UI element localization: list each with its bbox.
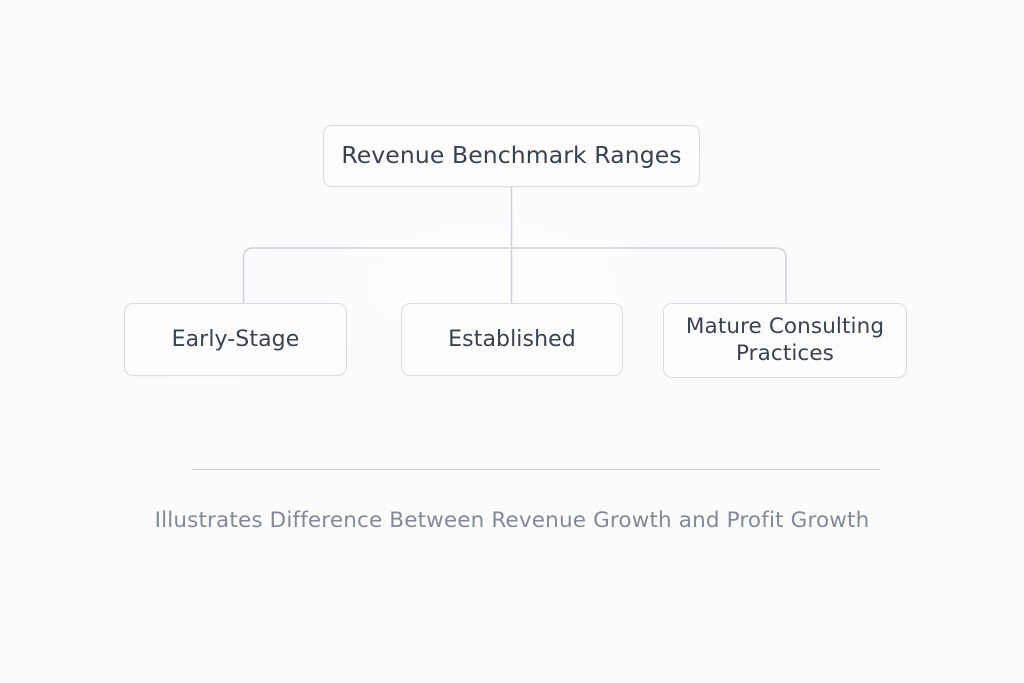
node-label: Mature Consulting Practices [685,313,885,366]
node-early-stage[interactable]: Early-Stage [124,303,347,376]
node-mature-consulting-practices[interactable]: Mature Consulting Practices [663,303,907,378]
node-established[interactable]: Established [401,303,623,376]
connector-branch-bus [242,247,787,303]
caption-divider [192,469,880,471]
node-label: Early-Stage [171,326,300,352]
diagram-caption: Illustrates Difference Between Revenue G… [154,508,870,533]
node-label: Established [448,326,576,352]
node-label: Revenue Benchmark Ranges [341,141,682,170]
node-revenue-benchmark-ranges[interactable]: Revenue Benchmark Ranges [323,125,700,187]
